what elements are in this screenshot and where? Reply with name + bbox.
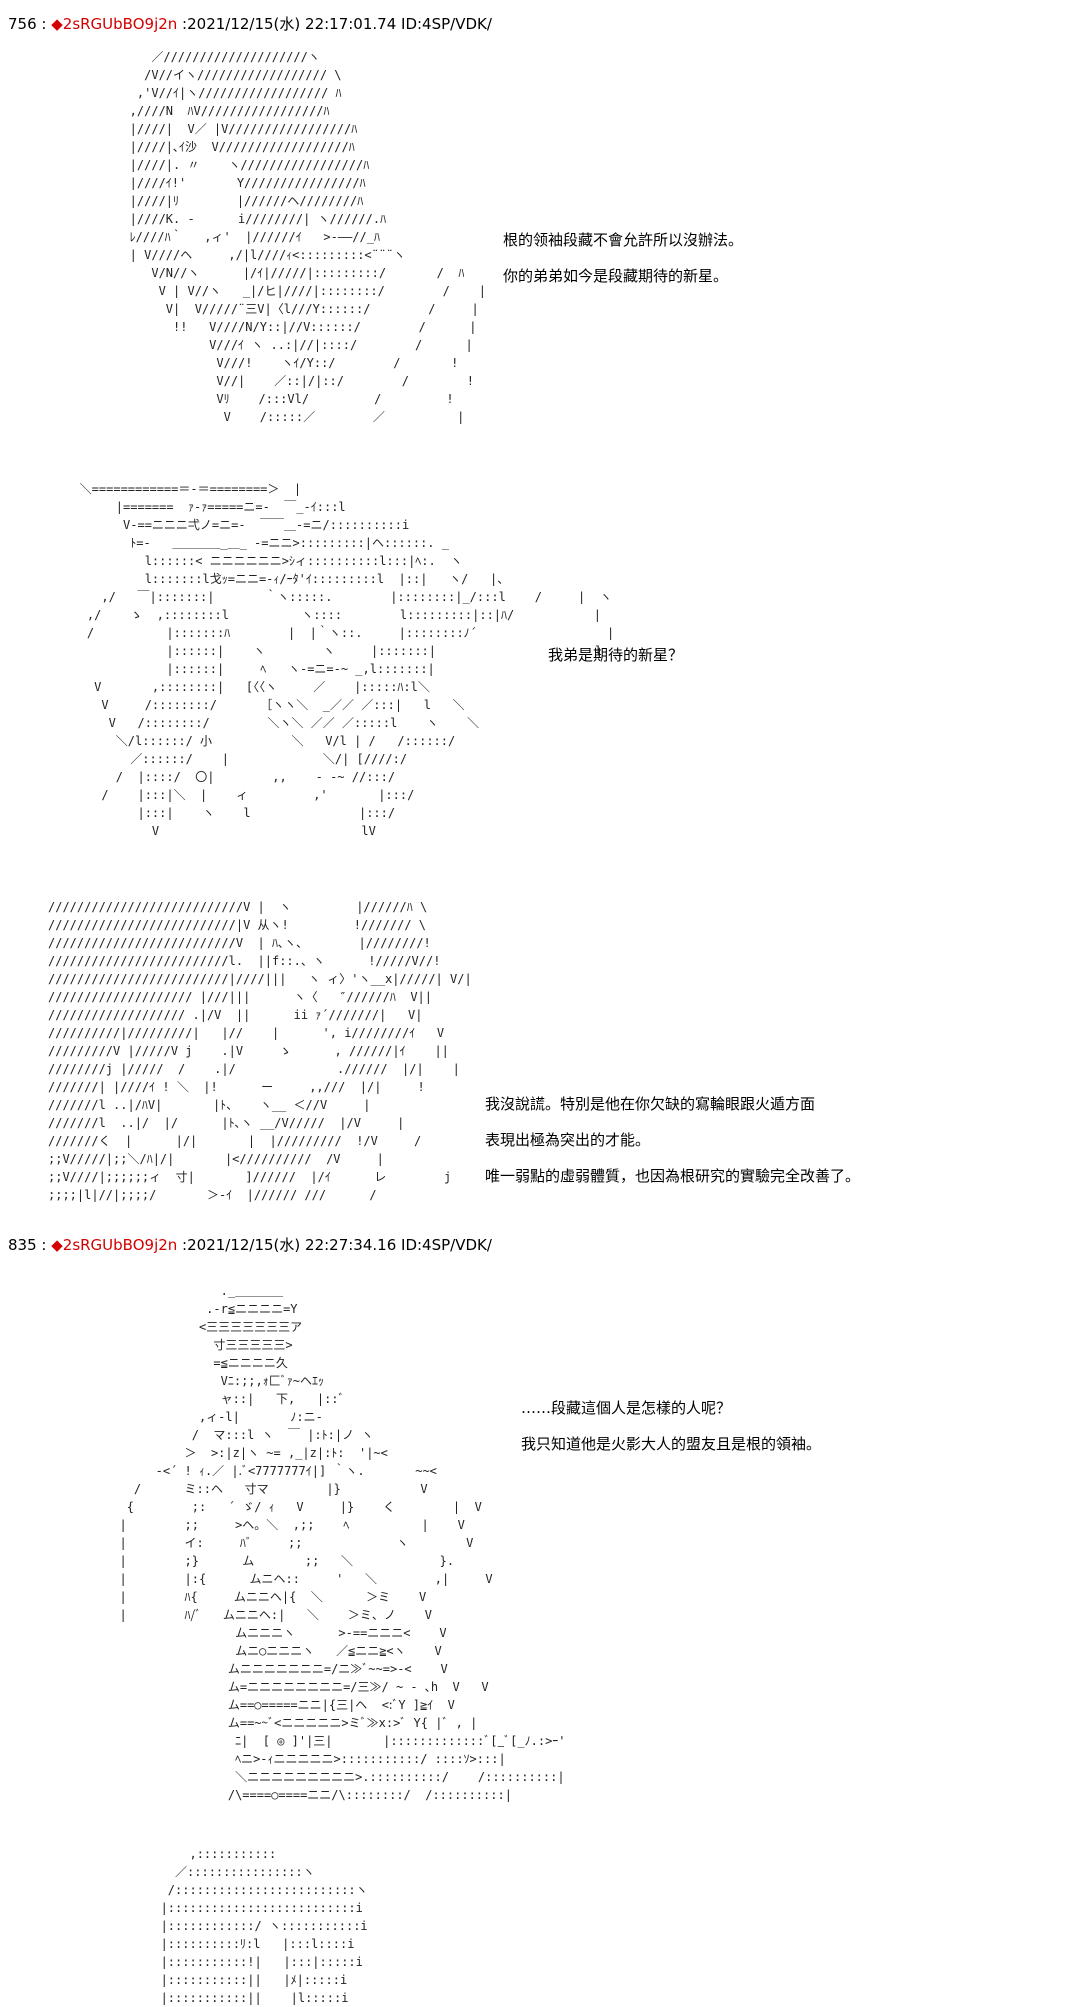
dialogue-line: 表現出極為突出的才能。 (485, 1131, 651, 1149)
tripcode-diamond-icon: ◆ (51, 1236, 63, 1254)
post-separator: : (36, 1236, 52, 1254)
dialogue-block: 我弟是期待的新星？ (548, 637, 683, 673)
dialogue-line: 我沒說謊。特別是他在你欠缺的寫輪眼跟火遁方面 (485, 1095, 816, 1113)
dialogue-block: 我沒說謊。特別是他在你欠缺的寫輪眼跟火遁方面 表現出極為突出的才能。 唯一弱點的… (485, 1086, 860, 1194)
dialogue-line: 根的领袖段藏不會允許所以沒辦法。 (503, 231, 744, 249)
post-header: 756 : ◆2sRGUbBO9j2n :2021/12/15(水) 22:17… (8, 15, 492, 33)
post-header: 835 : ◆2sRGUbBO9j2n :2021/12/15(水) 22:27… (8, 1236, 492, 1254)
dialogue-line: 我弟是期待的新星？ (548, 646, 684, 664)
post-number: 835 (8, 1236, 37, 1254)
tripcode-diamond-icon: ◆ (51, 15, 63, 33)
post-number: 756 (8, 15, 37, 33)
ascii-art-masked-figure: ＼============＝-＝========＞ | |======= ｧ-ｧ… (79, 482, 615, 838)
post-separator: : (36, 15, 52, 33)
dialogue-line: 你的弟弟如今是段藏期待的新星。 (503, 267, 729, 285)
ascii-art-partial-figure: ,::::::::::: ／::::::::::::::::ヽ /:::::::… (160, 1847, 368, 2005)
post-meta: :2021/12/15(水) 22:17:01.74 ID:4SP/VDK/ (177, 15, 492, 33)
dialogue-line: 我只知道他是火影大人的盟友且是根的領袖。 (521, 1435, 822, 1453)
dialogue-block: ……段藏這個人是怎樣的人呢？ 我只知道他是火影大人的盟友且是根的領袖。 (521, 1390, 821, 1462)
dialogue-line: ……段藏這個人是怎樣的人呢？ (521, 1399, 732, 1417)
ascii-art-shadowed-face: ///////////////////////////V | ヽ |//////… (48, 900, 472, 1202)
tripcode: 2sRGUbBO9j2n (62, 1236, 178, 1254)
ascii-art-armored-figure: ._＿＿＿＿ .-r≦ニニニニ=Y <三三三三三三三ア 寸三三三三三> =≦ニニ… (119, 1284, 566, 1802)
tripcode: 2sRGUbBO9j2n (62, 15, 178, 33)
dialogue-line: 唯一弱點的虛弱體質，也因為根研究的實驗完全改善了。 (485, 1167, 861, 1185)
dialogue-block: 根的领袖段藏不會允許所以沒辦法。 你的弟弟如今是段藏期待的新星。 (503, 222, 743, 294)
ascii-art-hooded-figure: ／////////////////////ヽ /V//イヽ///////////… (129, 50, 487, 424)
post-meta: :2021/12/15(水) 22:27:34.16 ID:4SP/VDK/ (177, 1236, 492, 1254)
